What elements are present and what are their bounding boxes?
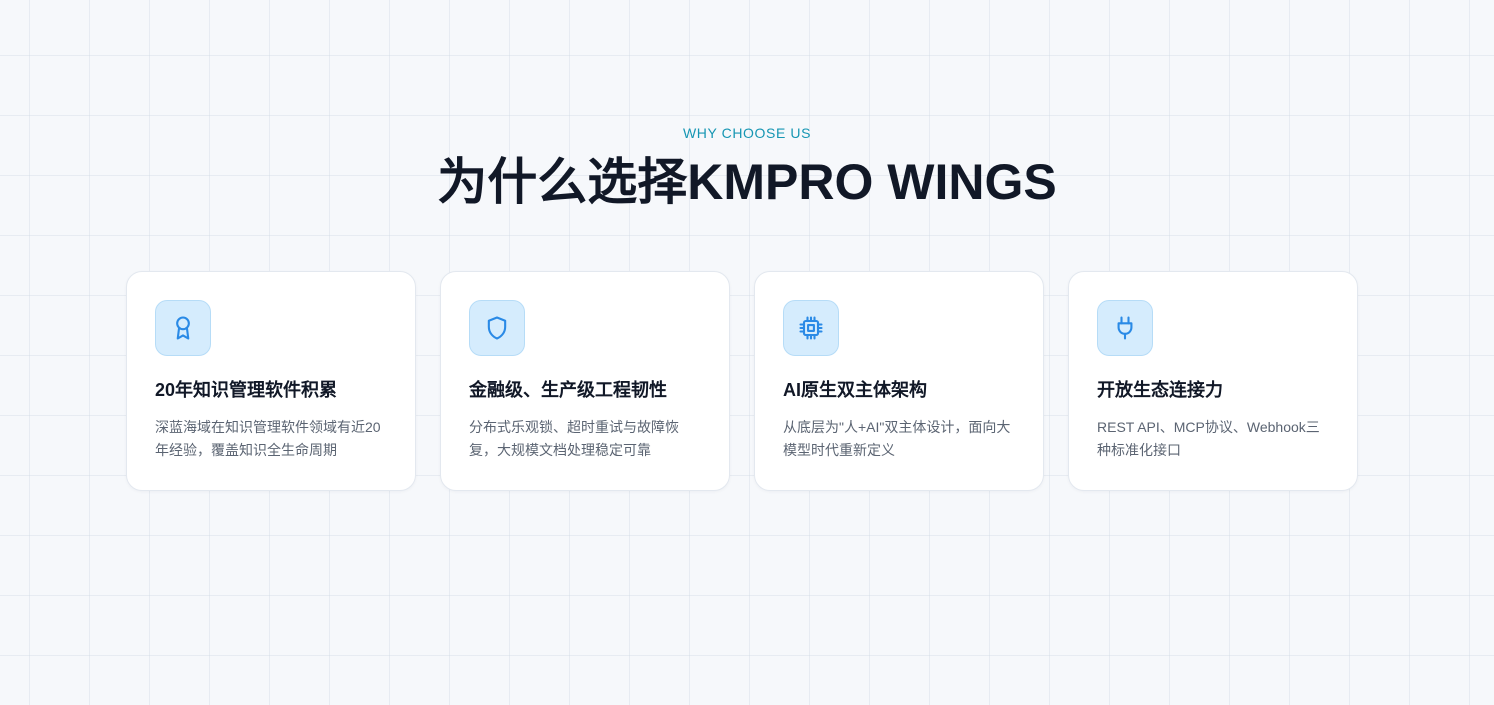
feature-card-open-ecosystem: 开放生态连接力 REST API、MCP协议、Webhook三种标准化接口 (1068, 271, 1358, 491)
feature-card-title: AI原生双主体架构 (783, 380, 927, 400)
feature-card-description: REST API、MCP协议、Webhook三种标准化接口 (1097, 419, 1320, 458)
feature-card-description: 深蓝海域在知识管理软件领域有近20年经验，覆盖知识全生命周期 (155, 419, 381, 458)
award-icon (155, 300, 211, 356)
feature-card-ai-architecture: AI原生双主体架构 从底层为"人+AI"双主体设计，面向大模型时代重新定义 (754, 271, 1044, 491)
feature-card-title: 金融级、生产级工程韧性 (469, 380, 667, 400)
feature-card-description: 从底层为"人+AI"双主体设计，面向大模型时代重新定义 (783, 419, 1011, 458)
section-title: 为什么选择KMPRO WINGS (437, 154, 1057, 210)
shield-icon (469, 300, 525, 356)
feature-card-resilience: 金融级、生产级工程韧性 分布式乐观锁、超时重试与故障恢复，大规模文档处理稳定可靠 (440, 271, 730, 491)
section-eyebrow: WHY CHOOSE US (682, 125, 812, 141)
feature-cards: 20年知识管理软件积累 深蓝海域在知识管理软件领域有近20年经验，覆盖知识全生命… (126, 271, 1358, 491)
feature-card-title: 20年知识管理软件积累 (155, 380, 338, 400)
feature-card-experience: 20年知识管理软件积累 深蓝海域在知识管理软件领域有近20年经验，覆盖知识全生命… (126, 271, 416, 491)
plug-icon (1097, 300, 1153, 356)
feature-card-description: 分布式乐观锁、超时重试与故障恢复，大规模文档处理稳定可靠 (469, 419, 679, 458)
cpu-icon (783, 300, 839, 356)
feature-card-title: 开放生态连接力 (1097, 380, 1223, 400)
